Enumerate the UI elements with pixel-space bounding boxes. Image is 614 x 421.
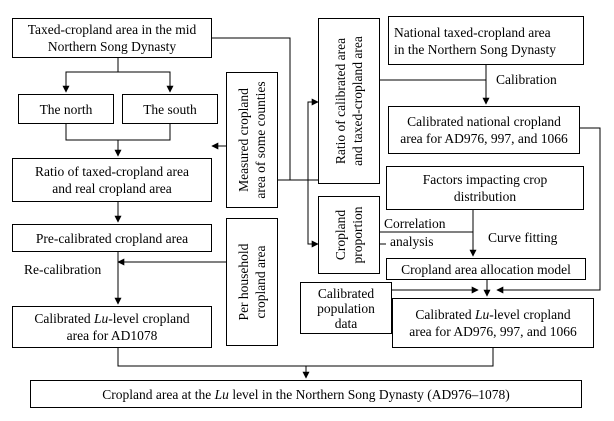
measured-cropland-box: Measured cropland area of some counties [226,72,278,208]
measured-cropland-text: Measured cropland area of some counties [235,81,269,198]
final-post: level in the Northern Song Dynasty (AD97… [228,386,510,402]
ratio-calibrated-box: Ratio of calibrated area and taxed-cropl… [318,18,380,184]
edge-1078-to-final [117,348,310,379]
measured-line1: Measured cropland [236,88,251,192]
ratio-cal-line2: and taxed-cropland area [350,36,365,166]
per-household-text: Per household cropland area [235,244,269,321]
national-taxed-line2: in the Northern Song Dynasty [394,41,556,57]
precalibrated-box: Pre-calibrated cropland area [12,224,212,252]
cal976-lu: Lu [475,307,490,322]
final-text: Cropland area at the Lu level in the Nor… [102,386,510,403]
edge-junction-up [307,98,319,180]
household-line2: cropland area [253,245,268,319]
south-label: The south [143,101,197,117]
ratio-taxed-real-line1: Ratio of taxed-cropland area [34,164,190,179]
ratio-cal-line1: Ratio of calibrated area [333,37,348,165]
household-line1: Per household [236,243,251,321]
cal1078-post: -level cropland [108,311,190,326]
calibrated-national-line1: Calibrated national cropland [407,114,561,129]
population-line1: Calibrated [317,285,375,301]
calibrated-976-line2: area for AD976, 997, and 1066 [409,324,577,339]
cal1078-lu: Lu [94,311,109,326]
ratio-taxed-real-box: Ratio of taxed-cropland area and real cr… [12,158,212,202]
edge-976-to-final [306,348,494,367]
calibrated-976-line1: Calibrated Lu-level cropland [409,306,577,323]
cropland-proportion-box: Cropland proportion [318,196,380,274]
south-box: The south [122,94,218,124]
analysis-label: analysis [390,234,434,249]
factors-line1: Factors impacting crop [422,172,548,187]
curve-fitting-label: Curve fitting [488,230,558,245]
cropland-proportion-text: Cropland proportion [332,207,366,264]
cal976-pre: Calibrated [415,307,475,322]
per-household-box: Per household cropland area [226,218,278,346]
cal1078-pre: Calibrated [34,311,94,326]
final-pre: Cropland area at the [102,386,215,402]
calibrated-1078-box: Calibrated Lu-level cropland area for AD… [12,306,212,348]
calibrated-976-box: Calibrated Lu-level cropland area for AD… [392,298,594,348]
allocation-model-label: Cropland area allocation model [401,261,571,277]
north-box: The north [18,94,114,124]
edge-north-to-ratio [65,124,122,157]
recalibration-label: Re-calibration [24,262,102,277]
proportion-line2: proportion [350,206,365,264]
population-line3: data [334,315,358,331]
national-taxed-box: National taxed-cropland area in the Nort… [388,16,584,65]
edge-national-to-final976 [496,127,601,294]
north-label: The north [39,101,93,117]
edge-taxed-to-south [118,71,174,93]
ratio-taxed-real-line2: and real cropland area [52,181,172,196]
taxed-mid-line1: Taxed-cropland area in the mid [27,22,197,37]
calibrated-1078-line1: Calibrated Lu-level cropland [34,310,189,327]
edge-taxed-to-branch [62,56,119,93]
proportion-line1: Cropland [333,209,348,261]
cal976-post: -level cropland [489,307,571,322]
calibrated-population-box: Calibrated population data [300,282,392,334]
taxed-cropland-mid-box: Taxed-cropland area in the mid Northern … [12,18,212,58]
calibrated-national-line2: area for AD976, 997, and 1066 [400,131,568,146]
factors-line2: distribution [453,189,517,204]
final-cropland-box: Cropland area at the Lu level in the Nor… [30,380,582,408]
ratio-calibrated-text: Ratio of calibrated area and taxed-cropl… [332,36,366,166]
factors-box: Factors impacting crop distribution [386,166,584,210]
precalibrated-label: Pre-calibrated cropland area [35,230,189,246]
taxed-mid-line2: Northern Song Dynasty [47,39,177,54]
national-taxed-line1: National taxed-cropland area [394,24,551,40]
correlation-label: Correlation [384,216,446,231]
edge-junction-down [307,180,319,248]
measured-line2: area of some counties [253,81,268,199]
final-lu: Lu [214,386,229,402]
allocation-model-box: Cropland area allocation model [386,258,586,280]
calibration-label: Calibration [496,72,557,87]
edge-south-to-ratio [118,124,171,141]
calibrated-1078-line2: area for AD1078 [66,328,158,343]
calibrated-national-box: Calibrated national cropland area for AD… [388,106,580,154]
population-line2: population [317,300,375,316]
